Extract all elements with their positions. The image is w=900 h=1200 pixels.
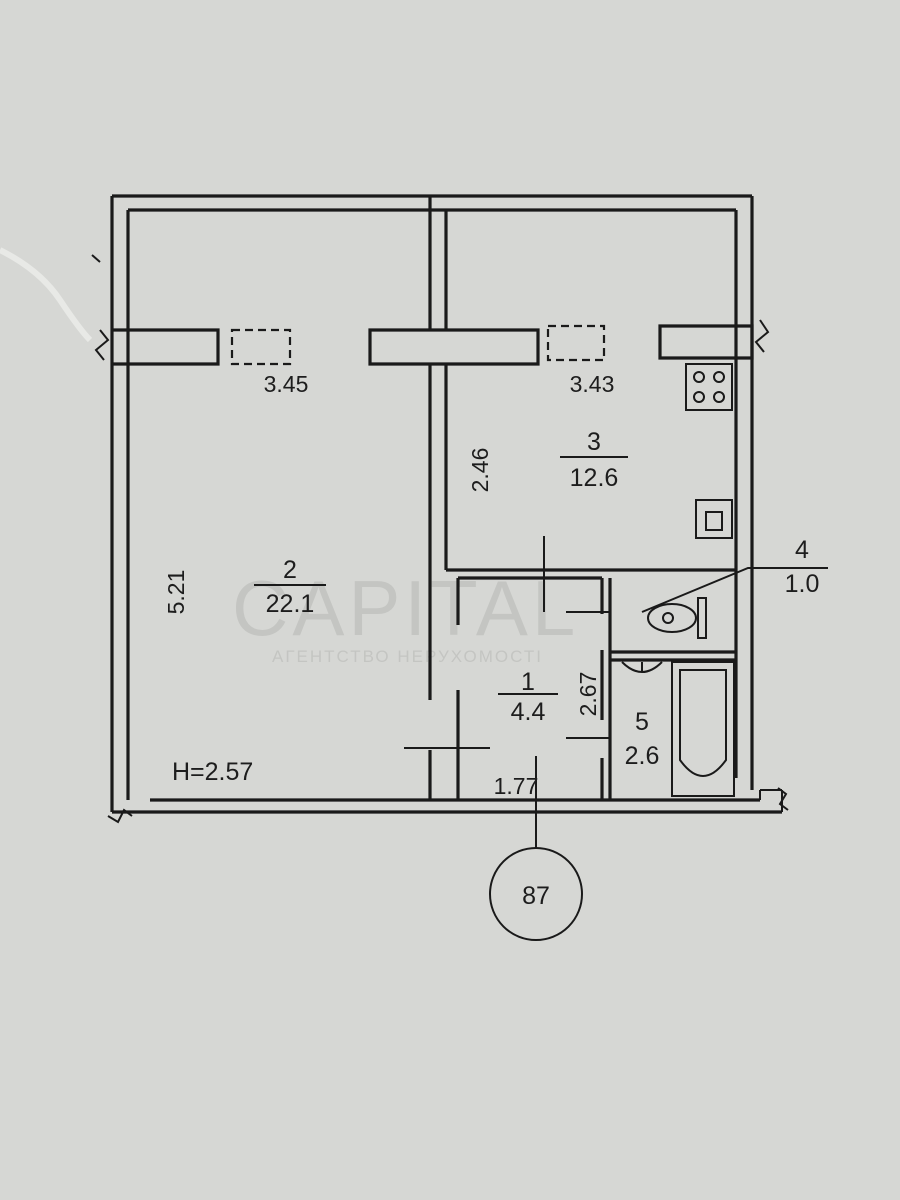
room-3-width-dimension: 3.43 — [570, 371, 615, 397]
room-2-width-dimension: 3.45 — [264, 371, 309, 397]
room-3-area: 12.6 — [570, 464, 619, 492]
room-3-number: 3 — [587, 428, 601, 456]
window-left — [230, 328, 292, 366]
room-1-number: 1 — [521, 668, 535, 696]
ceiling-height: H=2.57 — [172, 758, 253, 786]
stove-icon — [685, 363, 733, 411]
balcony-partitions — [112, 324, 754, 366]
watermark-subtitle: АГЕНТСТВО НЕРУХОМОСТІ — [272, 647, 543, 666]
room-3-length-dimension: 2.46 — [467, 448, 493, 493]
room-2-number: 2 — [283, 556, 297, 584]
interior-walls — [404, 196, 736, 801]
washbasin-icon — [621, 661, 663, 673]
hall-length-dimension: 2.67 — [575, 672, 601, 717]
room-5-label: 5 2.6 — [625, 708, 660, 770]
hall-width-dimension: 1.77 — [494, 773, 539, 799]
room-1-label: 1 4.4 — [498, 668, 558, 726]
paper-fold-mark — [0, 247, 93, 343]
bathtub-icon — [671, 661, 735, 797]
exterior-walls — [91, 194, 789, 824]
toilet-icon — [647, 597, 707, 639]
room-4-leader-line — [641, 567, 828, 613]
room-4-label: 4 1.0 — [785, 536, 820, 598]
room-4-area: 1.0 — [785, 570, 820, 598]
room-2-length-dimension: 5.21 — [163, 570, 189, 615]
apartment-marker-circle — [489, 847, 583, 941]
room-5-number: 5 — [635, 708, 649, 736]
apartment-number: 87 — [522, 882, 550, 910]
sink-icon — [695, 499, 733, 539]
room-5-area: 2.6 — [625, 742, 660, 770]
room-2-area: 22.1 — [266, 590, 315, 618]
window-right — [546, 324, 606, 362]
room-1-area: 4.4 — [511, 698, 546, 726]
room-4-number: 4 — [795, 536, 809, 564]
room-3-label: 3 12.6 — [560, 428, 628, 492]
room-2-label: 2 22.1 — [254, 556, 326, 618]
